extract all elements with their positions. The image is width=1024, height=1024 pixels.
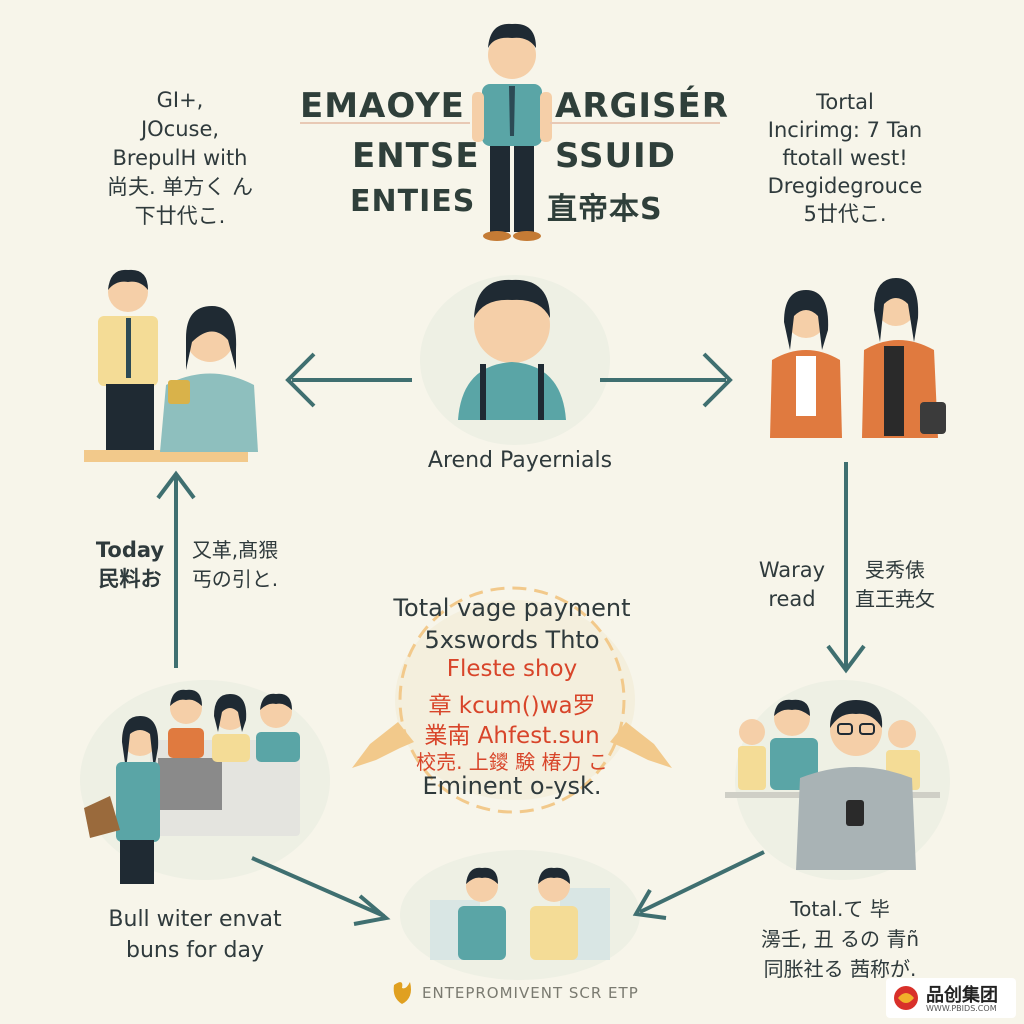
flame-logo-icon (393, 982, 411, 1004)
middle-cycle-backdrop (395, 600, 635, 800)
left-side-label-jp: 又革,髙猥 丐の引と. (191, 538, 279, 591)
middle-red-line-4: 校売. 上鑁 験 椿力 こ (416, 750, 608, 774)
payment-cycle-ring (398, 586, 626, 814)
watermark-logo-icon (894, 986, 918, 1010)
title-right-line-2: SSUID (555, 136, 676, 176)
left-side-label: Today 民料お (95, 538, 165, 591)
title-left-line-1: EMAOYE (300, 86, 465, 126)
orange-arrow-left (352, 722, 414, 768)
top-right-caption: Tortal Incirimg: 7 Tan ftotall west! Dre… (767, 90, 923, 226)
bottom-center-scene (430, 867, 610, 960)
middle-bottom-line: Eminent o-ysk. (422, 772, 602, 800)
bottom-left-caption: Bull witer envat buns for day (108, 907, 282, 963)
arrow-bottom-left-to-center (251, 856, 391, 926)
arrow-center-to-left (285, 352, 412, 408)
bottom-left-group-scene (84, 689, 300, 884)
middle-red-line-2: 章 kcum()wa罗 (428, 693, 596, 719)
center-person-figure (458, 279, 566, 420)
title-left-line-2: ENTSE (352, 136, 480, 176)
arrow-center-to-right (600, 352, 733, 408)
bottom-right-caption: Total.て 毕 澷壬, 丑 るの 青ñ 同胀社る 茜称が. (760, 897, 920, 981)
middle-line-2: 5xswords Thto (424, 626, 600, 654)
orange-arrow-right (610, 722, 672, 768)
right-side-label-jp: 旻秀俵 直王尭攵 (855, 558, 935, 611)
top-right-scene (770, 278, 946, 438)
watermark-url: WWW.PBIDS.COM (926, 1004, 997, 1013)
bottom-right-group-scene (725, 699, 940, 870)
arrow-bottom-right-to-center (632, 850, 765, 920)
title-right-line-3: 直帝本S (547, 192, 663, 227)
arrow-left-upward (156, 470, 196, 668)
arrow-right-downward (826, 462, 866, 674)
center-label: Arend Payernials (427, 448, 613, 473)
top-employee-figure (472, 23, 552, 241)
footer-text: ENTEPROMIVENT SCR ETP (422, 984, 639, 1002)
middle-line-1: Total vage payment (393, 594, 631, 622)
middle-red-line-1: Fleste shoy (446, 656, 578, 682)
title-left-line-3: ENTIES (350, 184, 476, 219)
middle-red-line-3: 業南 Ahfest.sun (424, 723, 600, 749)
top-left-caption: GI+, JOcuse, BrepulH with 尚夫. 单方く ん 下廿代こ… (106, 88, 254, 228)
top-left-scene (84, 269, 258, 462)
watermark-brand: 品创集团 (926, 985, 998, 1006)
watermark-badge: 品创集团 WWW.PBIDS.COM (886, 978, 1016, 1018)
right-side-label: Waray read (758, 558, 826, 611)
title-right-line-1: ARGISÉR (555, 86, 729, 126)
